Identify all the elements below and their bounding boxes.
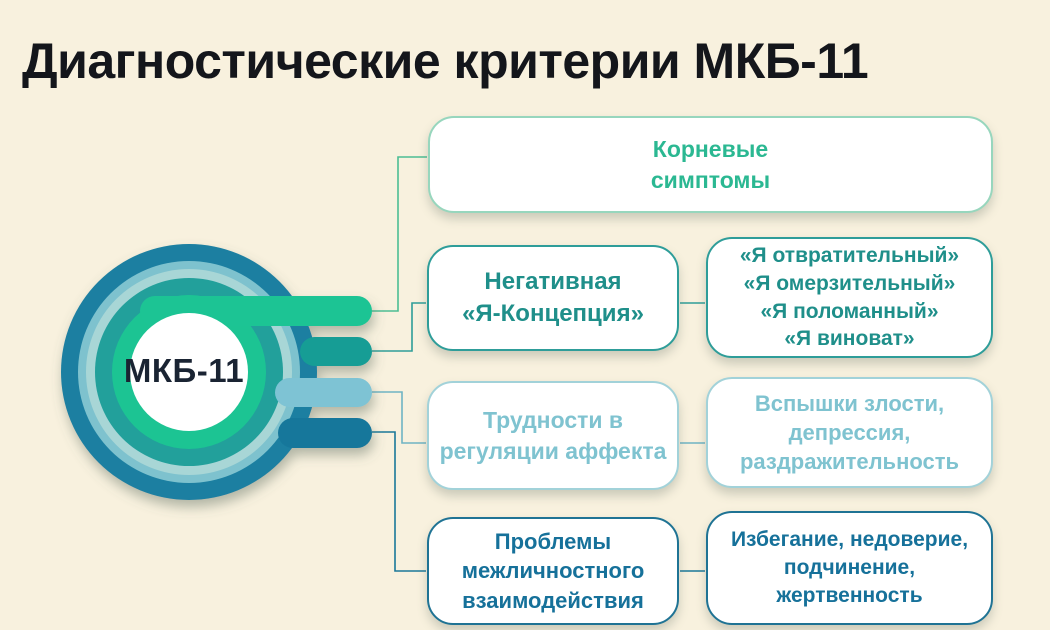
connector-affect <box>372 391 426 444</box>
box-affect-regulation: Трудности в регуляции аффекта <box>427 381 679 490</box>
arm-negative <box>300 337 372 366</box>
box-interpersonal-problems-examples: Избегание, недоверие, подчинение, жертве… <box>706 511 993 625</box>
connector-root <box>372 156 427 312</box>
arm-affect <box>275 378 372 407</box>
box-interpersonal-problems: Проблемы межличностного взаимодействия <box>427 517 679 625</box>
box-negative-self-concept: Негативная «Я-Концепция» <box>427 245 679 351</box>
box-negative-self-concept-examples: «Я отвратительный» «Я омерзительный» «Я … <box>706 237 993 358</box>
hub-center-disc <box>130 313 248 431</box>
hub-label: МКБ-11 <box>123 352 245 389</box>
page-title: Диагностические критерии МКБ-11 <box>22 33 869 89</box>
box-affect-regulation-examples: Вспышки злости, депрессия, раздражительн… <box>706 377 993 488</box>
box-root-symptoms: Корневые симптомы <box>428 116 993 213</box>
connector-negative <box>372 302 426 352</box>
connector-interpersonal <box>372 431 426 572</box>
arm-interpersonal <box>278 418 372 448</box>
